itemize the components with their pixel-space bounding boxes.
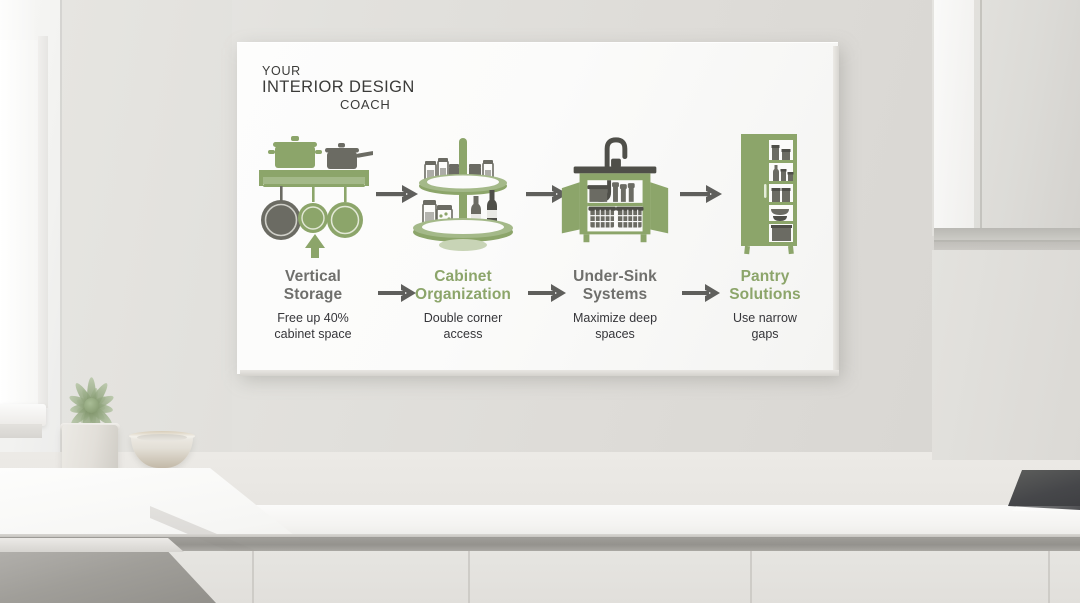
arrow-icon-1 — [376, 182, 420, 206]
cabinet-seam — [468, 551, 470, 603]
arrow-icon-2 — [526, 182, 570, 206]
step-title-pantry-solutions: Pantry Solutions — [702, 268, 828, 304]
window-sill — [0, 404, 46, 426]
logo-line-your: YOUR — [262, 64, 301, 78]
countertop-under-shadow — [0, 537, 1080, 551]
step-label-pantry-solutions: Pantry Solutions Use narrow gaps — [702, 268, 828, 342]
step-label-vertical-storage: Vertical Storage Free up 40% cabinet spa… — [250, 268, 376, 342]
icon-cell-vertical-storage — [250, 128, 376, 258]
window-frame — [0, 40, 40, 408]
caption-line2: gaps — [751, 326, 779, 341]
labels-row: Vertical Storage Free up 40% cabinet spa… — [250, 268, 828, 366]
arrow-icon-label-3 — [682, 282, 722, 304]
cabinet-seam — [750, 551, 752, 603]
poster-edge-bottom — [240, 370, 839, 376]
arrow-icon-label-2 — [528, 282, 568, 304]
window-reveal — [38, 36, 48, 408]
caption-line1: Double corner — [423, 311, 503, 325]
step-title-line2: Organization — [415, 286, 511, 303]
succulent-leaf — [86, 377, 96, 407]
cooktop — [1008, 470, 1080, 510]
brand-logo: YOUR INTERIOR DESIGN COACH — [262, 64, 522, 112]
caption-line1: Free up 40% — [277, 311, 349, 325]
caption-line1: Use narrow — [733, 311, 797, 325]
step-caption-vertical-storage: Free up 40% cabinet space — [250, 311, 376, 342]
icon-cell-cabinet-organization — [400, 128, 526, 258]
succulent-core — [84, 398, 99, 413]
step-title-vertical-storage: Vertical Storage — [250, 268, 376, 304]
caption-line2: access — [443, 326, 483, 341]
cabinet-seam — [252, 551, 254, 603]
succulent-plant — [52, 377, 130, 437]
step-title-line1: Vertical — [285, 268, 341, 285]
step-title-line1: Cabinet — [434, 268, 492, 285]
wall-corner-edge — [60, 0, 62, 452]
wall-right-face — [62, 0, 232, 452]
arrow-icon-3 — [680, 182, 724, 206]
window-sill-face — [0, 424, 42, 438]
step-title-line2: Systems — [582, 286, 648, 303]
wall-below-upper-cabinets — [932, 250, 1080, 460]
logo-line-interior-design: INTERIOR DESIGN — [262, 78, 415, 96]
storage-flow-diagram: Vertical Storage Free up 40% cabinet spa… — [250, 128, 828, 366]
step-caption-cabinet-organization: Double corner access — [400, 311, 526, 342]
step-title-line1: Pantry — [740, 268, 790, 285]
lazy-susan-turntable-icon — [413, 138, 513, 251]
upper-cabinet-side-panel — [934, 0, 974, 230]
icons-row — [250, 128, 828, 258]
under-sink-cabinet-icon — [561, 137, 669, 243]
ceramic-bowl-interior — [137, 434, 187, 441]
icon-cell-pantry-solutions — [706, 128, 832, 258]
poster-edge-right — [833, 46, 839, 376]
upper-cabinet-underside — [934, 228, 1080, 242]
arrow-icon-label-1 — [378, 282, 418, 304]
step-title-line2: Solutions — [729, 286, 801, 303]
step-title-under-sink-systems: Under-Sink Systems — [552, 268, 678, 304]
upper-cabinet-seam — [980, 0, 982, 230]
logo-line-coach: COACH — [340, 97, 391, 112]
step-title-line2: Storage — [283, 286, 343, 303]
icon-cell-under-sink-systems — [552, 128, 678, 258]
caption-line2: cabinet space — [274, 326, 352, 341]
step-caption-under-sink-systems: Maximize deep spaces — [552, 311, 678, 342]
step-caption-pantry-solutions: Use narrow gaps — [702, 311, 828, 342]
step-title-line1: Under-Sink — [573, 268, 657, 285]
kitchen-sink-rim — [0, 538, 184, 552]
step-label-under-sink-systems: Under-Sink Systems Maximize deep spaces — [552, 268, 678, 342]
step-label-cabinet-organization: Cabinet Organization Double corner acces… — [400, 268, 526, 342]
cooktop-edge-highlight — [1012, 506, 1080, 511]
cabinet-seam — [1048, 551, 1050, 603]
pot-rack-shelf-icon — [259, 136, 373, 258]
pantry-cabinet-icon — [741, 134, 797, 255]
caption-line2: spaces — [595, 326, 635, 341]
step-title-cabinet-organization: Cabinet Organization — [400, 268, 526, 304]
countertop-front-edge — [0, 534, 1080, 538]
caption-line1: Maximize deep — [572, 311, 658, 325]
